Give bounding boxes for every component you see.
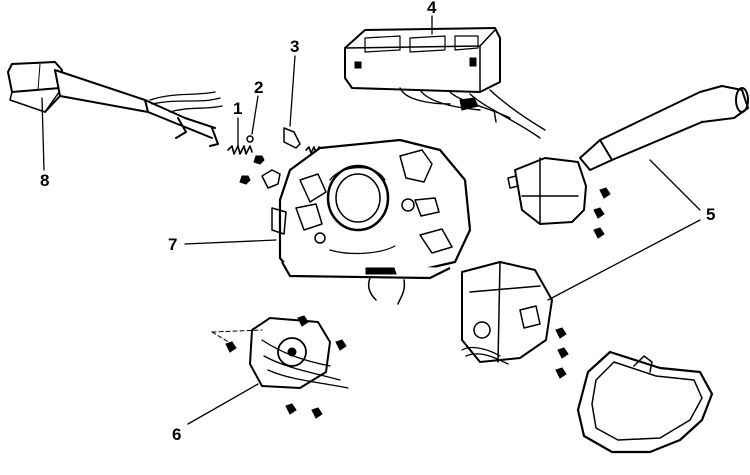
callout-5: 5 (706, 205, 715, 224)
callout-3: 3 (290, 37, 299, 56)
left-switch-lever (7, 61, 223, 147)
callout-8: 8 (40, 171, 49, 190)
callout-labels: 1 2 3 4 5 6 7 8 (40, 0, 715, 444)
right-switch-lever (507, 85, 749, 239)
leader-line-5a (649, 159, 701, 211)
switch-body-housing (271, 138, 472, 305)
wiper-switch-base (461, 261, 569, 379)
callout-6: 6 (172, 425, 181, 444)
horn-switch-module (211, 315, 349, 419)
connector-module (344, 27, 546, 139)
callout-1: 1 (233, 99, 242, 118)
leader-line-8 (41, 97, 45, 171)
leader-line-3 (289, 55, 296, 127)
callout-2: 2 (254, 78, 263, 97)
spring-and-ball-parts (227, 127, 322, 189)
leader-line-6 (187, 383, 259, 425)
callout-4: 4 (427, 0, 437, 17)
leader-lines (41, 15, 701, 425)
callout-7: 7 (168, 235, 177, 254)
leader-line-2 (251, 95, 259, 135)
column-cover (576, 350, 714, 454)
leader-line-5b (547, 219, 701, 301)
leader-line-7 (184, 239, 277, 245)
